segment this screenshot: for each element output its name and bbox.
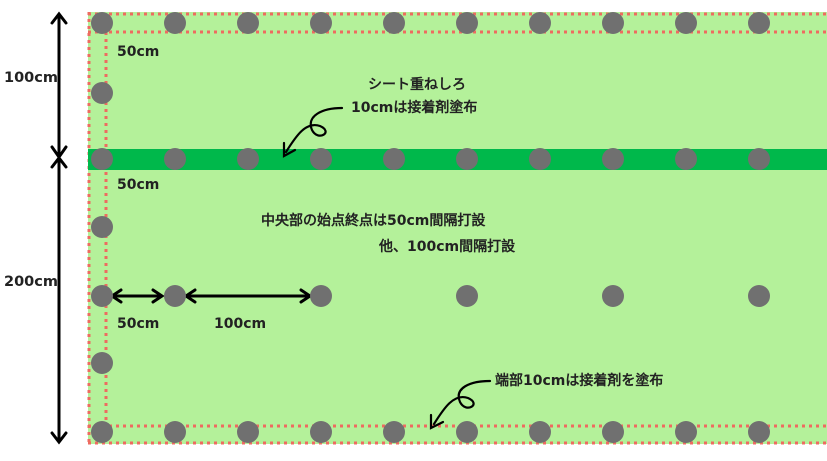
peg-left-column	[91, 216, 113, 238]
peg-left-column	[91, 352, 113, 374]
overlap-note-line2: 10cmは接着剤塗布	[351, 100, 478, 116]
peg-middle-row	[91, 285, 113, 307]
peg-band-row	[91, 148, 113, 170]
peg-bottom-row	[237, 421, 259, 443]
dimension-label-100cm: 100cm	[4, 70, 58, 86]
peg-bottom-row	[164, 421, 186, 443]
peg-top-row	[456, 12, 478, 34]
peg-top-row	[748, 12, 770, 34]
peg-bottom-row	[456, 421, 478, 443]
peg-bottom-row	[383, 421, 405, 443]
sheet-area	[88, 12, 827, 444]
peg-top-row	[602, 12, 624, 34]
peg-top-row	[310, 12, 332, 34]
peg-bottom-row	[91, 421, 113, 443]
peg-bottom-row	[602, 421, 624, 443]
peg-band-row	[675, 148, 697, 170]
peg-top-row	[91, 12, 113, 34]
peg-band-row	[748, 148, 770, 170]
peg-band-row	[164, 148, 186, 170]
peg-middle-row	[310, 285, 332, 307]
peg-group	[91, 12, 770, 443]
peg-middle-row	[164, 285, 186, 307]
overlap-pointer-arrow	[282, 106, 344, 158]
peg-band-row	[383, 148, 405, 170]
peg-bottom-row	[310, 421, 332, 443]
peg-middle-row	[602, 285, 624, 307]
peg-band-row	[237, 148, 259, 170]
center-note-line1: 中央部の始点終点は50cm間隔打設	[261, 213, 486, 229]
peg-bottom-row	[675, 421, 697, 443]
peg-middle-row	[456, 285, 478, 307]
edge-pointer-arrow	[429, 379, 492, 430]
spacing-label-bottom-100cm: 100cm	[214, 316, 267, 332]
peg-bottom-row	[748, 421, 770, 443]
peg-band-row	[529, 148, 551, 170]
peg-middle-row	[748, 285, 770, 307]
peg-bottom-row	[529, 421, 551, 443]
peg-top-row	[164, 12, 186, 34]
dimension-label-200cm: 200cm	[4, 274, 58, 290]
center-note-line2: 他、100cm間隔打設	[379, 239, 516, 255]
peg-band-row	[602, 148, 624, 170]
spacing-label-band-50cm: 50cm	[117, 177, 160, 193]
spacing-label-top-50cm: 50cm	[117, 44, 160, 60]
edge-note: 端部10cmは接着剤を塗布	[495, 373, 664, 389]
vertical-dimension-arrows	[50, 11, 68, 445]
overlap-note-line1: シート重ねしろ	[368, 77, 466, 93]
peg-top-row	[237, 12, 259, 34]
peg-top-row	[383, 12, 405, 34]
peg-band-row	[310, 148, 332, 170]
peg-left-column	[91, 82, 113, 104]
peg-top-row	[529, 12, 551, 34]
spacing-label-bottom-50cm: 50cm	[117, 316, 160, 332]
peg-band-row	[456, 148, 478, 170]
peg-top-row	[675, 12, 697, 34]
